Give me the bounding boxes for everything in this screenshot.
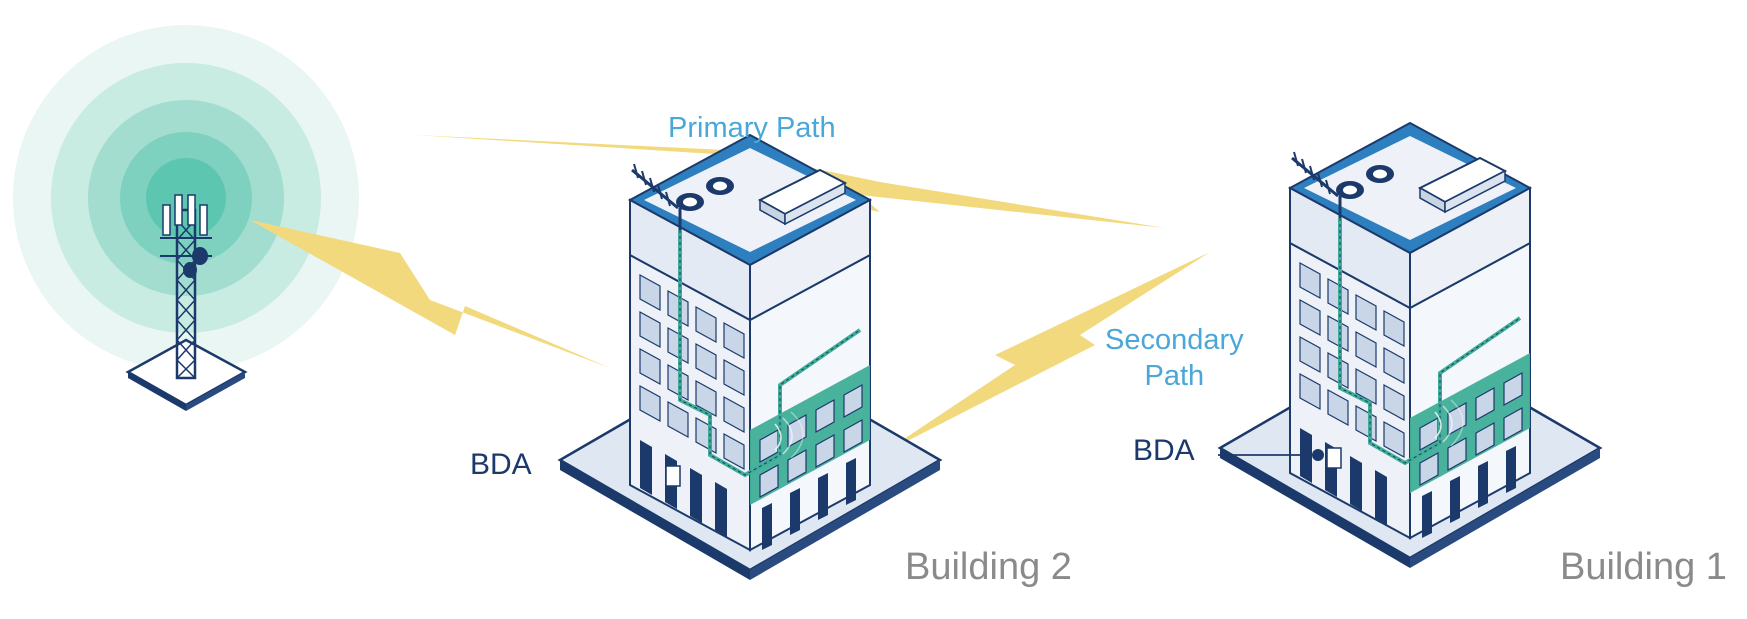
building-1-label: Building 1 [1560,546,1727,588]
building-2-illustration [558,133,942,582]
secondary-path-label-line2: Path [1144,360,1205,392]
secondary-path-bolt [880,252,1210,455]
bda-label-building-2: BDA [470,448,532,481]
secondary-path-label: Secondary Path [1105,322,1244,394]
bda-unit-icon [665,465,681,487]
building-1-illustration [1218,121,1602,570]
coverage-rings [13,25,359,371]
bda-unit-icon-building-1 [1218,447,1342,469]
bda-label-building-1: BDA [1133,434,1195,467]
cell-tower-icon [125,194,248,411]
building-2-label: Building 2 [905,546,1072,588]
primary-path-label: Primary Path [668,112,836,144]
signal-bolt-tower-to-building2 [250,220,610,368]
secondary-path-label-line1: Secondary [1105,324,1244,356]
